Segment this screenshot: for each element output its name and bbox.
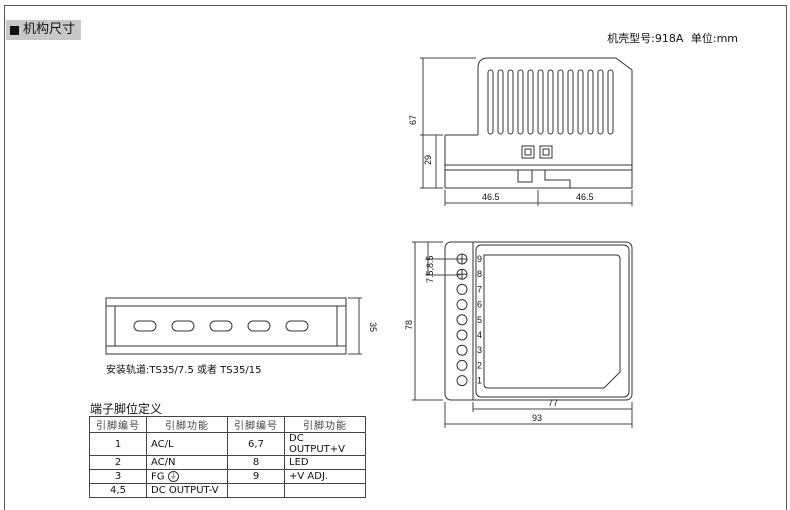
dim-front-height: 78: [404, 320, 414, 330]
frame-right: [786, 5, 787, 510]
pin-number: 9: [227, 469, 285, 484]
front-view-housing: [444, 241, 633, 401]
vent-slot: [567, 69, 574, 135]
pin-function-fg: FG ⏚: [146, 469, 228, 484]
table-row: 1 AC/L 6,7 DC OUTPUT+V: [89, 432, 366, 456]
vent-slot: [537, 69, 544, 135]
table-row: 3 FG ⏚ 9 +V ADJ.: [89, 469, 366, 484]
rail-slot: [133, 320, 157, 332]
pin-number: 2: [89, 455, 147, 470]
pin-number: 3: [89, 469, 147, 484]
vent-slot: [527, 69, 534, 135]
unit-label: 单位:mm: [690, 32, 738, 45]
side-view-housing: [444, 57, 633, 189]
terminal-number: 4: [477, 330, 482, 340]
section-title: 机构尺寸: [6, 20, 82, 40]
dim-pitch: 7.5,8.5: [425, 255, 435, 283]
pin-number: [227, 483, 285, 498]
pin-number: 1: [89, 432, 147, 456]
pin-function: +V ADJ.: [284, 469, 366, 484]
pin-function: [284, 483, 366, 498]
rail-slots: [133, 320, 309, 332]
terminal-screw: [456, 359, 468, 371]
terminal-block: 9 8 7 6 5 4 3 2 1: [456, 253, 482, 387]
dim-height-total: 67: [408, 115, 418, 125]
vent-slot: [507, 69, 514, 135]
vent-slot: [557, 69, 564, 135]
ground-icon: ⏚: [167, 470, 179, 482]
dim-rail-height: 35: [368, 322, 378, 332]
rail-slot: [285, 320, 309, 332]
terminal-screw: [456, 299, 468, 311]
vent-slot: [487, 69, 494, 135]
pin-function: FG: [151, 471, 165, 483]
model-info: 机壳型号:918A 单位:mm: [607, 30, 742, 46]
pin-table-title: 端子脚位定义: [90, 402, 163, 416]
pin-table: 引脚编号 引脚功能 引脚编号 引脚功能 1 AC/L 6,7 DC OUTPUT…: [89, 416, 366, 498]
rail-slot: [171, 320, 195, 332]
terminal-number: 7: [477, 284, 482, 294]
terminal-screw: [456, 329, 468, 341]
terminal-number: 5: [477, 315, 482, 325]
header-pin-func-2: 引脚功能: [284, 416, 366, 433]
header-pin-func: 引脚功能: [146, 416, 228, 433]
pin-function: DC OUTPUT+V: [284, 432, 366, 456]
table-row: 4,5 DC OUTPUT-V: [89, 483, 366, 498]
pin-number: 6,7: [227, 432, 285, 456]
square-bullet-icon: [10, 25, 19, 35]
dim-height-lower: 29: [423, 155, 433, 165]
vent-slot: [607, 69, 614, 135]
pin-function: AC/N: [146, 455, 228, 470]
side-view-dimensions: [420, 57, 633, 206]
vent-slots: [487, 69, 614, 135]
terminal-number: 8: [477, 269, 482, 279]
pin-number: 4,5: [89, 483, 147, 498]
terminal-number: 2: [477, 360, 482, 370]
model-label: 机壳型号:918A: [607, 32, 684, 45]
vent-slot: [587, 69, 594, 135]
header-pin-no-2: 引脚编号: [227, 416, 285, 433]
table-row: 2 AC/N 8 LED: [89, 455, 366, 470]
terminal-screw: [456, 375, 468, 387]
vent-slot: [577, 69, 584, 135]
pin-function: LED: [284, 455, 366, 470]
terminal-screw: [456, 283, 468, 295]
section-title-text: 机构尺寸: [23, 22, 76, 37]
dim-width-right: 46.5: [576, 192, 594, 202]
terminal-screw: [456, 314, 468, 326]
pin-function: DC OUTPUT-V: [146, 483, 228, 498]
terminal-screw: [456, 344, 468, 356]
terminal-number: 3: [477, 345, 482, 355]
rail-slot: [209, 320, 233, 332]
front-view-dimensions: [412, 241, 633, 428]
vent-slot: [497, 69, 504, 135]
pin-table-header: 引脚编号 引脚功能 引脚编号 引脚功能: [89, 416, 366, 433]
rail-label: 安装轨道:TS35/7.5 或者 TS35/15: [106, 365, 262, 376]
rail-dimensions: [348, 297, 362, 355]
dim-total-width: 93: [532, 413, 542, 423]
header-pin-no: 引脚编号: [89, 416, 147, 433]
frame-top: [4, 5, 787, 6]
vent-slot: [547, 69, 554, 135]
pin-function: AC/L: [146, 432, 228, 456]
dim-inner-width: 77: [548, 398, 558, 408]
vent-slot: [597, 69, 604, 135]
dim-width-left: 46.5: [482, 192, 500, 202]
terminal-number: 9: [477, 254, 482, 264]
rail-slot: [247, 320, 271, 332]
terminal-number: 1: [477, 376, 482, 386]
din-rail: [105, 297, 347, 355]
frame-left: [4, 5, 5, 510]
pin-number: 8: [227, 455, 285, 470]
vent-slot: [517, 69, 524, 135]
terminal-number: 6: [477, 300, 482, 310]
